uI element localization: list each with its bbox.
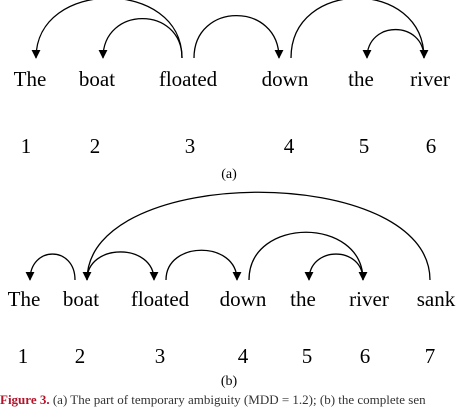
panel-b-word-2: boat	[63, 287, 99, 311]
panel-b-num-1: 1	[18, 344, 29, 368]
panel-b-num-4: 4	[238, 344, 249, 368]
panel-a-word-5: the	[348, 67, 374, 91]
figure-caption-text: (a) The part of temporary ambiguity (MDD…	[49, 392, 426, 407]
panel-b-num-2: 2	[75, 344, 86, 368]
panel-b-arc-7-to-2	[82, 191, 431, 281]
panel-b-arc-6-to-5	[304, 253, 364, 281]
panel-b-word-7: sank	[417, 287, 456, 311]
panel-b-num-3: 3	[155, 344, 166, 368]
panel-a-word-3: floated	[159, 67, 218, 91]
panel-b-arc-3-to-4	[165, 249, 242, 281]
panel-b-num-6: 6	[360, 344, 371, 368]
panel-a-arc-3-to-1	[31, 0, 183, 59]
panel-a-num-6: 6	[426, 134, 437, 158]
panel-a-word-2: boat	[79, 67, 115, 91]
panel-a-word-4: down	[262, 67, 309, 91]
panel-b-word-6: river	[349, 287, 389, 311]
panel-a-num-1: 1	[21, 134, 32, 158]
panel-b-arcs	[25, 191, 431, 281]
panel-a-word-1: The	[14, 67, 47, 91]
panel-b-word-5: the	[290, 287, 316, 311]
dependency-figure: The boat floated down the river 1 2 3 4 …	[8, 0, 456, 389]
panel-b-word-4: down	[220, 287, 267, 311]
panel-a-label: (a)	[221, 167, 237, 182]
panel-a-num-3: 3	[185, 134, 196, 158]
panel-a-arc-3-to-4	[193, 15, 284, 59]
panel-b-word-3: floated	[131, 287, 190, 311]
panel-a-arc-6-to-5	[362, 28, 425, 59]
panel-a-word-6: river	[410, 67, 450, 91]
panel-a-arc-4-to-6	[290, 0, 429, 59]
panel-b-arc-2-to-3	[86, 251, 159, 281]
panel-b-label: (b)	[221, 374, 238, 389]
panel-b-arc-2-to-1	[25, 253, 76, 281]
panel-b: The boat floated down the river sank 1 2…	[8, 191, 456, 389]
panel-a-arc-3-to-2	[98, 17, 183, 59]
panel-a: The boat floated down the river 1 2 3 4 …	[14, 0, 450, 182]
panel-a-arcs	[31, 0, 429, 59]
panel-a-num-4: 4	[284, 134, 295, 158]
figure-caption: Figure 3. (a) The part of temporary ambi…	[0, 392, 474, 408]
panel-a-num-2: 2	[90, 134, 101, 158]
panel-b-num-5: 5	[302, 344, 313, 368]
panel-b-word-1: The	[8, 287, 41, 311]
panel-b-num-7: 7	[425, 344, 436, 368]
panel-a-num-5: 5	[359, 134, 370, 158]
panel-b-arc-4-to-6	[248, 231, 368, 281]
figure-caption-label: Figure 3.	[0, 392, 50, 407]
